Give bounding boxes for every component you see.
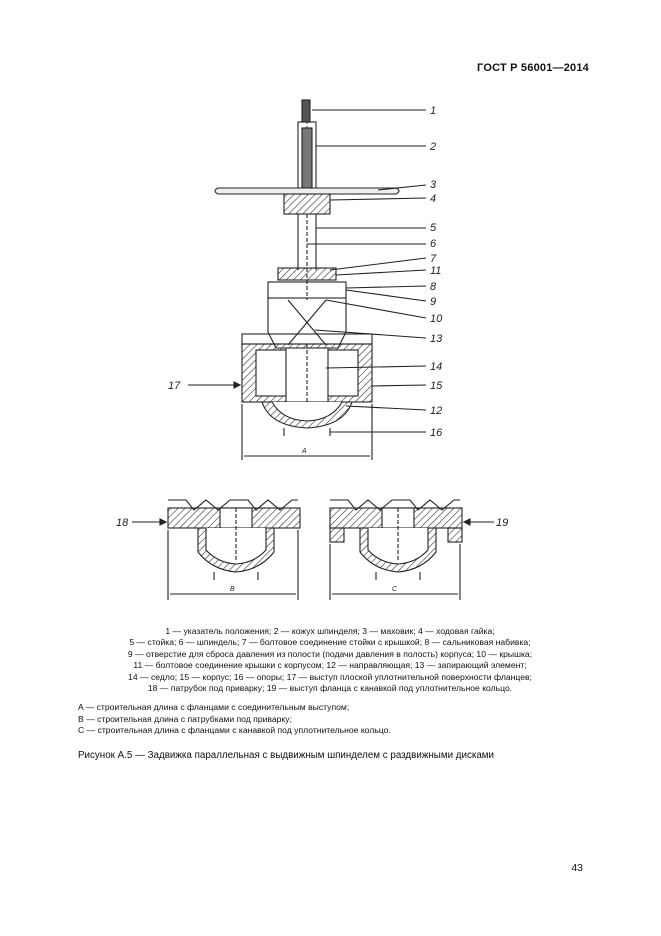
document-id: ГОСТ Р 56001—2014 [477,62,589,74]
note-a: A — строительная длина с фланцами с соед… [78,702,350,712]
callout-7: 7 [430,253,437,265]
valve-drawing: 1 2 3 4 5 6 7 11 8 9 10 13 14 15 12 16 1… [116,99,508,600]
callout-12: 12 [430,405,442,417]
legend-line: 9 — отверстие для сброса давления из пол… [127,648,533,659]
callout-13: 13 [430,333,443,345]
callout-16: 16 [430,427,443,439]
note-b: B — строительная длина с патрубками под … [78,713,292,724]
callout-15: 15 [430,380,443,392]
dimension-a-label: A [301,448,307,455]
note-c: C — строительная длина с фланцами с кана… [78,725,391,736]
callout-1: 1 [430,105,436,117]
callout-5: 5 [430,222,437,234]
dimension-c-label: C [392,586,398,593]
callout-18: 18 [116,517,129,529]
callout-6: 6 [430,238,437,250]
dimension-notes: A — строительная длина с фланцами с соед… [78,702,598,737]
dimension-b-label: B [230,586,235,593]
callout-labels: 1 2 3 4 5 6 7 11 8 9 10 13 14 15 12 16 1… [116,105,508,593]
callout-2: 2 [429,141,436,153]
callout-14: 14 [430,361,442,373]
legend-line: 5 — стойка; 6 — шпиндель; 7 — болтовое с… [129,637,531,648]
legend-line: 11 — болтовое соединение крышки с корпус… [133,660,527,671]
legend-line: 1 — указатель положения; 2 — кожух шпинд… [165,626,495,636]
callout-17: 17 [168,380,181,392]
legend-line: 14 — седло; 15 — корпус; 16 — опоры; 17 … [128,671,532,682]
figure-legend: 1 — указатель положения; 2 — кожух шпинд… [70,626,590,694]
callout-8: 8 [430,281,437,293]
callout-19: 19 [496,517,508,529]
callout-11: 11 [430,265,441,277]
callout-4: 4 [430,193,436,205]
callout-3: 3 [430,179,437,191]
callout-9: 9 [430,296,436,308]
callout-10: 10 [430,313,443,325]
legend-line: 18 — патрубок под приварку; 19 — выступ … [147,683,513,694]
figure-caption: Рисунок А.5 — Задвижка параллельная с вы… [78,750,495,761]
page-number: 43 [571,862,583,874]
